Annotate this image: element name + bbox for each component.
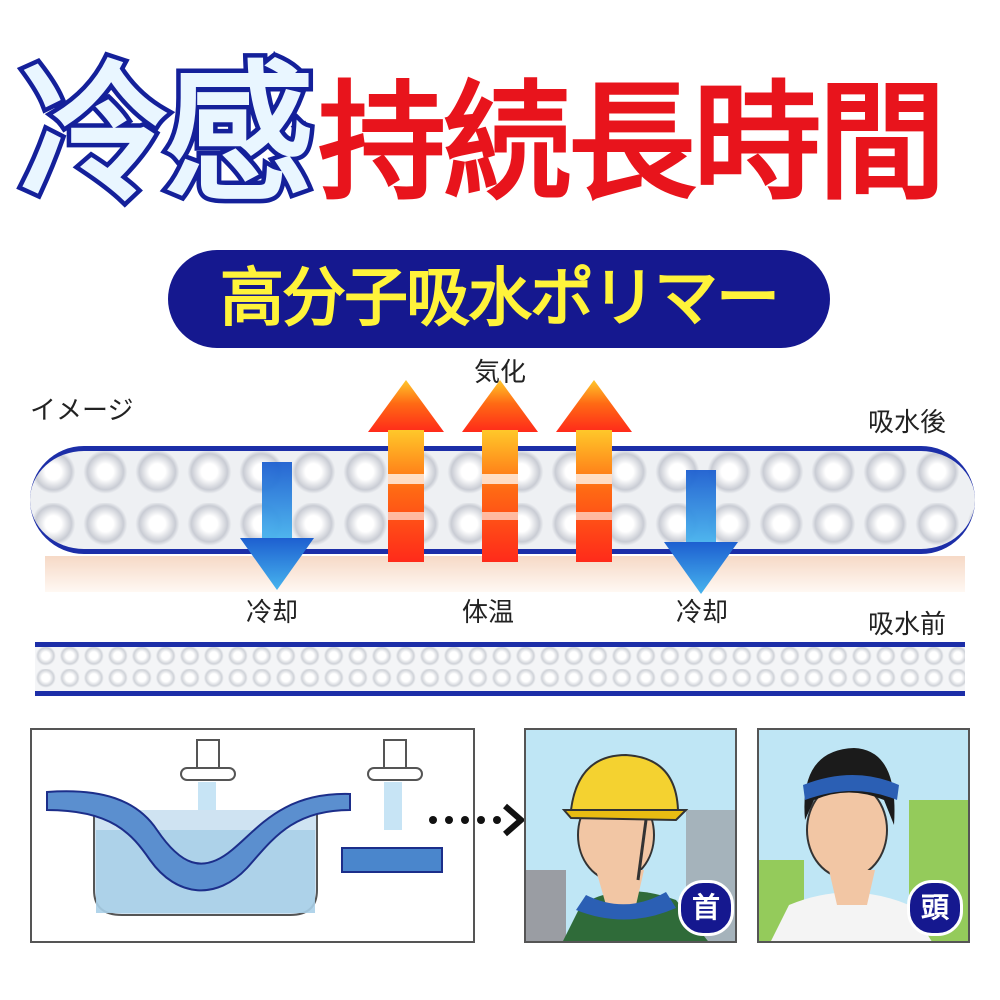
neck-usage-scene: 首 (524, 728, 737, 943)
heat-arrow-1 (368, 380, 444, 562)
cooling-arrow-right (664, 470, 738, 594)
worker-with-helmet-illustration (526, 753, 735, 941)
next-step-arrow (429, 803, 525, 837)
soak-illustration (46, 739, 443, 916)
before-absorb-label: 吸水前 (868, 610, 947, 640)
cooling-arrow-left (240, 462, 314, 590)
faucet-icon (367, 739, 423, 830)
after-absorb-label: 吸水後 (868, 408, 947, 438)
heat-arrow-3 (556, 380, 632, 562)
cooling-right-label: 冷却 (676, 598, 729, 628)
title-cool: 冷感 (15, 48, 318, 222)
soak-scene (30, 728, 475, 943)
polymer-band-before (35, 642, 965, 696)
title-lasting: 持続長時間 (318, 69, 946, 218)
subtitle-text: 高分子吸水ポリマー (220, 262, 780, 336)
head-usage-scene: 頭 (757, 728, 970, 943)
subtitle-banner: 高分子吸水ポリマー (168, 250, 830, 348)
cooling-left-label: 冷却 (246, 598, 299, 628)
image-label: イメージ (30, 396, 134, 426)
head-badge: 頭 (907, 880, 963, 936)
body-temp-label: 体温 (462, 598, 515, 628)
heat-arrow-2 (462, 380, 538, 562)
neck-badge: 首 (678, 880, 734, 936)
